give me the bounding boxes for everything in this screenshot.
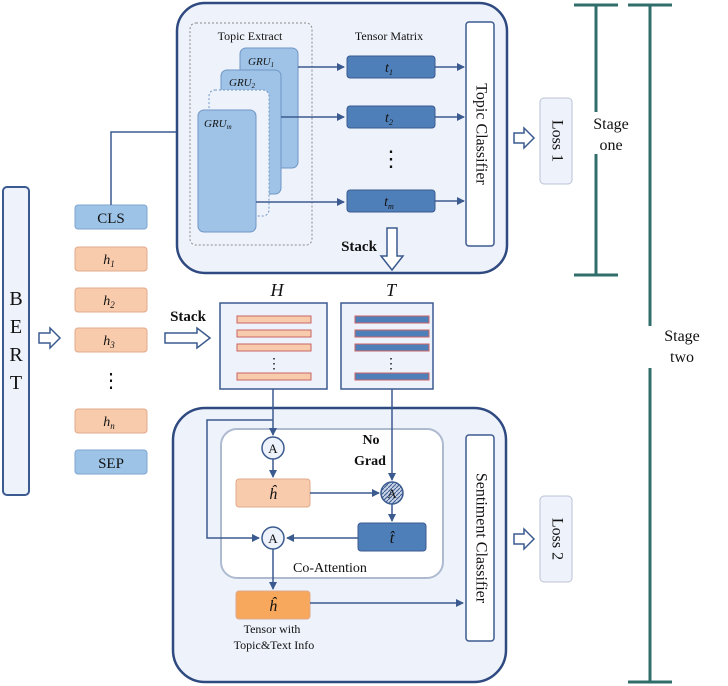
token-h2: [74, 287, 148, 313]
tensor-matrix-label: Tensor Matrix: [355, 29, 423, 43]
h-hat-label: ĥ: [269, 484, 278, 503]
H-to-attn2-arrow: [206, 419, 273, 542]
t-hat-box: [357, 522, 427, 552]
token-h3: [74, 327, 148, 353]
gru-2-label: GRU2: [229, 77, 256, 90]
tensor-caption-2: Topic&Text Info: [234, 638, 315, 652]
bert-block: [2, 186, 30, 496]
stack-top-arrow: [379, 227, 405, 272]
token-hn-label: hn: [103, 415, 115, 431]
sentiment-classifier-label: Sentiment Classifier: [472, 473, 489, 604]
T-dots: ⋮: [384, 357, 398, 372]
topic-extract-box: [189, 22, 313, 246]
attn-node-1-label: A: [268, 441, 278, 456]
loss1-box: [539, 97, 573, 185]
co-attention-label: Co-Attention: [293, 561, 367, 576]
cls-to-gru-arrow: [110, 128, 191, 205]
H-row-3: [236, 343, 312, 352]
no-grad-label-1: No: [362, 433, 379, 448]
loss2-arrow: [513, 527, 536, 551]
T-label: T: [386, 280, 398, 300]
token-hn: [74, 408, 148, 434]
tensor-dots: ⋮: [380, 146, 402, 171]
H-row-2: [236, 329, 312, 338]
sentiment-classifier-box: [465, 434, 495, 642]
stack-left-label: Stack: [170, 309, 206, 325]
tensor-caption-1: Tensor with: [244, 622, 301, 636]
token-h2-label: h2: [103, 294, 115, 310]
tensor-tm-label: tm: [384, 195, 394, 211]
H-dots: ⋮: [267, 357, 281, 372]
loss1-arrow: [513, 126, 536, 150]
token-dots: ⋮: [101, 370, 121, 392]
T-row-n: [354, 372, 430, 381]
loss1-label: Loss 1: [548, 120, 565, 162]
H-row-n: [236, 372, 312, 381]
T-row-1: [354, 315, 430, 324]
H-label: H: [270, 280, 285, 300]
stage-two-label-bg: [640, 326, 698, 368]
h-hat-final-label: ĥ: [269, 596, 278, 615]
stage-one-label-2: one: [599, 137, 622, 154]
token-sep: [74, 449, 148, 475]
token-sep-label: SEP: [98, 456, 124, 472]
loss2-label: Loss 2: [548, 518, 565, 560]
topic-classifier-label: Topic Classifier: [472, 83, 489, 185]
token-h1: [74, 246, 148, 272]
bert-output-arrow: [38, 326, 62, 350]
H-row-1: [236, 315, 312, 324]
no-grad-label-2: Grad: [354, 454, 386, 469]
loss2-box: [539, 495, 573, 583]
t-hat-label: t̂: [390, 530, 395, 547]
T-row-2: [354, 329, 430, 338]
token-h3-label: h3: [103, 334, 115, 350]
stage-two-label-1: Stage: [664, 328, 700, 345]
T-row-3: [354, 343, 430, 352]
token-h1-label: h1: [103, 253, 115, 269]
gru-m-block: [197, 109, 257, 233]
attn-node-2-label: A: [268, 531, 278, 546]
gru-m-label: GRUm: [204, 118, 232, 131]
gru-1-label: GRU1: [248, 56, 274, 69]
h-hat-final-box: [235, 590, 311, 620]
stack-left-arrow: [164, 326, 212, 350]
attn-node-3-label: A: [387, 486, 397, 501]
stage-one-label-bg: [585, 112, 637, 154]
tensor-t1-label: t1: [385, 61, 393, 77]
stage-one-label-1: Stage: [593, 116, 629, 133]
tensor-t2-label: t2: [385, 111, 393, 127]
stage-two-label-2: two: [670, 349, 694, 366]
topic-extract-label: Topic Extract: [218, 29, 283, 43]
stack-top-label: Stack: [341, 239, 377, 255]
topic-classifier-box: [465, 21, 495, 247]
token-cls-label: CLS: [97, 211, 125, 227]
